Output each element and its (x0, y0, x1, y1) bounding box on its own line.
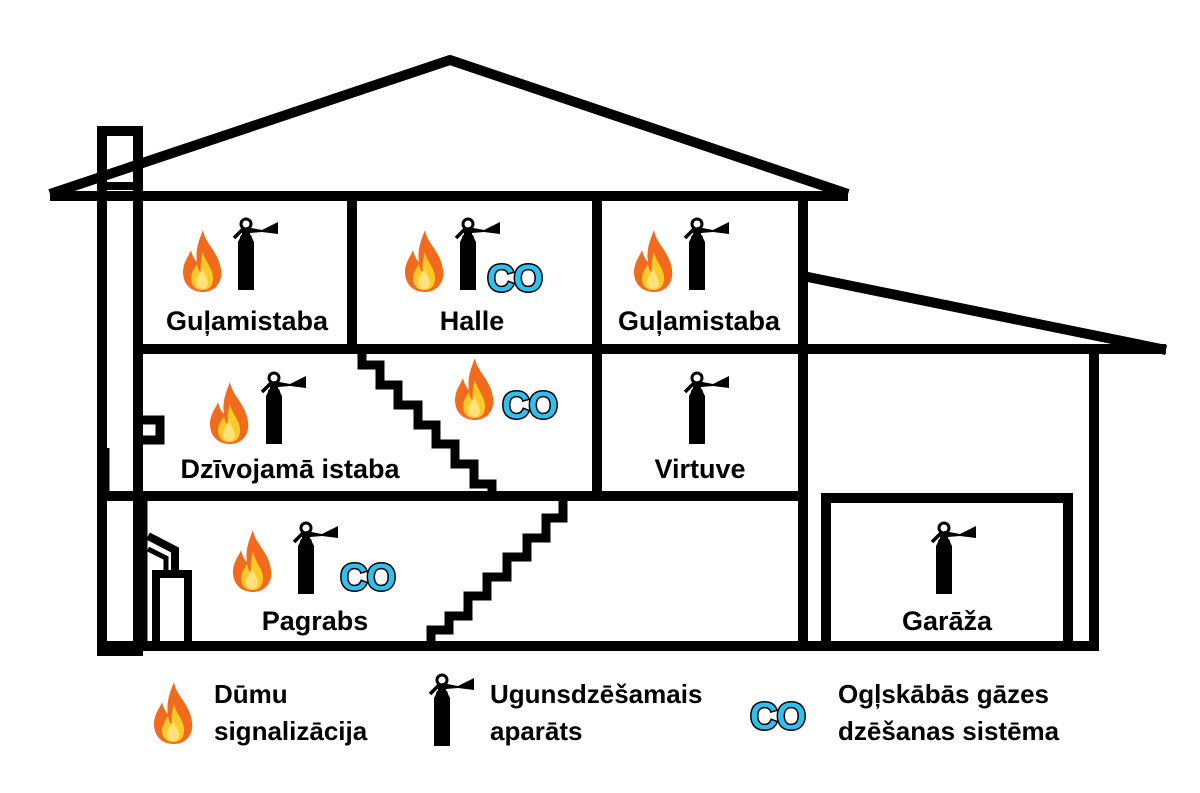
smoke-alarm-icon (233, 530, 272, 592)
water-heater (146, 532, 192, 650)
legend-label-line2: aparāts (490, 716, 583, 746)
garage-roof (802, 271, 1167, 355)
fireplace (140, 415, 165, 445)
legend-item-co-system: CO Ogļskābās gāzes dzēšanas sistēma (749, 679, 1060, 746)
room-label: Virtuve (654, 454, 745, 484)
co-system-icon: CO (502, 385, 557, 427)
room-label: Pagrabs (262, 606, 369, 636)
room-bedroom-right: Guļamistaba (618, 217, 781, 336)
extinguisher-icon (683, 371, 731, 446)
legend-item-extinguisher: Ugunsdzēšamais aparāts (428, 673, 702, 748)
room-garage: Garāža (902, 521, 993, 636)
extinguisher-icon (292, 521, 340, 596)
legend-item-smoke-alarm: Dūmu signalizācija (154, 679, 368, 746)
room-label: Guļamistaba (618, 306, 781, 336)
stairs-lower (426, 496, 568, 646)
co-system-icon: CO (340, 557, 395, 599)
legend-label-line1: Ogļskābās gāzes (838, 679, 1049, 709)
room-kitchen: Virtuve (654, 371, 746, 484)
legend: Dūmu signalizācija Ugunsdzēšamais aparāt… (154, 673, 1060, 748)
room-stairwell: CO (455, 358, 560, 429)
legend-label-line2: signalizācija (214, 716, 368, 746)
stairs-upper (357, 349, 497, 496)
room-label: Dzīvojamā istaba (180, 454, 400, 484)
room-label: Guļamistaba (166, 306, 329, 336)
extinguisher-icon (428, 673, 476, 748)
legend-label-line2: dzēšanas sistēma (838, 716, 1060, 746)
extinguisher-icon (260, 371, 308, 446)
room-living-room: Dzīvojamā istaba (180, 371, 401, 484)
extinguisher-icon (930, 521, 978, 596)
room-label: Halle (440, 306, 505, 336)
co-system-icon: CO (750, 696, 805, 738)
room-bedroom-left: Guļamistaba (166, 217, 329, 336)
legend-label-line1: Ugunsdzēšamais (490, 679, 702, 709)
smoke-alarm-icon (154, 682, 193, 744)
garage-door (821, 493, 1073, 651)
extinguisher-icon (232, 217, 280, 292)
room-basement: CO Pagrabs (233, 521, 398, 636)
co-system-icon: CO (487, 258, 542, 300)
main-roof (48, 55, 850, 199)
extinguisher-icon (683, 217, 731, 292)
smoke-alarm-icon (455, 358, 494, 420)
smoke-alarm-icon (210, 382, 249, 444)
smoke-alarm-icon (634, 230, 673, 292)
smoke-alarm-icon (183, 230, 222, 292)
chimney (97, 126, 143, 656)
room-label: Garāža (902, 606, 993, 636)
legend-label-line1: Dūmu (214, 679, 288, 709)
smoke-alarm-icon (405, 230, 444, 292)
room-hall: CO Halle (405, 217, 545, 336)
